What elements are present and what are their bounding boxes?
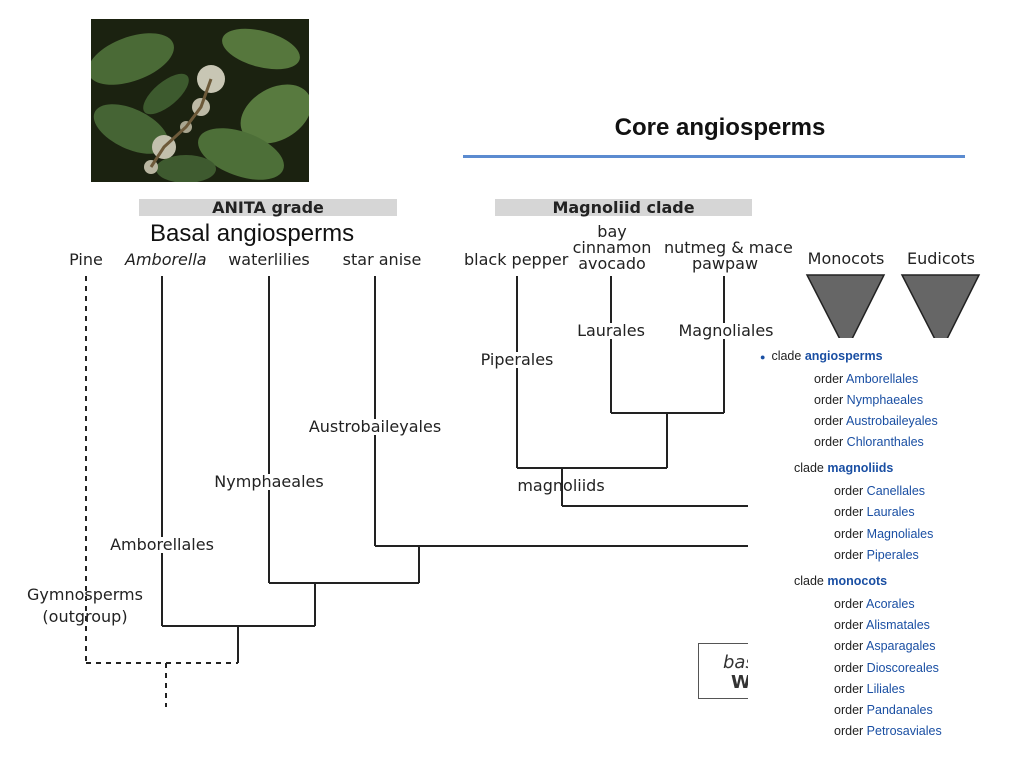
magnoliid-clade-label: Magnoliid clade (552, 198, 695, 217)
taxo-order-row: order Petrosaviales (834, 724, 942, 738)
tip-avocado: avocado (578, 254, 646, 273)
link-order[interactable]: Magnoliales (866, 527, 934, 541)
node-austrobaileyales: Austrobaileyales (306, 419, 444, 435)
link-order[interactable]: Alismatales (865, 618, 930, 632)
link-order[interactable]: Dioscoreales (866, 661, 939, 675)
taxo-order-row: order Chloranthales (814, 435, 924, 449)
tip-cinnamon: cinnamon (572, 238, 652, 257)
taxo-clade-angiosperms: ●clade angiosperms (760, 349, 883, 363)
taxo-order-row: order Canellales (834, 484, 926, 498)
taxo-clade-monocots: clade monocots (794, 574, 888, 588)
link-order[interactable]: Acorales (865, 597, 915, 611)
tip-nutmeg-mace: nutmeg & mace (664, 238, 793, 257)
tip-pawpaw: pawpaw (691, 254, 759, 273)
taxo-order-row: order Dioscoreales (834, 661, 939, 675)
eudicots-triangle (900, 274, 981, 353)
taxo-order-row: order Asparagales (834, 639, 936, 653)
node-piperales: Piperales (476, 352, 558, 368)
node-magnoliales: Magnoliales (676, 323, 776, 339)
link-order[interactable]: Petrosaviales (866, 724, 942, 738)
link-order[interactable]: Asparagales (865, 639, 936, 653)
taxo-order-row: order Alismatales (834, 618, 930, 632)
tip-monocots: Monocots (807, 249, 885, 268)
tip-black-pepper: black pepper (464, 250, 569, 269)
inset-line1: bas (723, 652, 755, 673)
taxonomy-list: ●clade angiosperms order Amborellales or… (748, 338, 1024, 767)
link-order[interactable]: Amborellales (845, 372, 919, 386)
taxo-order-row: order Laurales (834, 505, 915, 519)
taxo-order-row: order Acorales (834, 597, 915, 611)
tip-eudicots: Eudicots (906, 249, 976, 268)
core-angiosperms-title: Core angiosperms (614, 114, 826, 141)
node-gymnosperms: Gymnosperms (27, 585, 143, 604)
link-order[interactable]: Piperales (866, 548, 919, 562)
link-order[interactable]: Liliales (866, 682, 905, 696)
tip-bay: bay (597, 222, 627, 241)
link-angiosperms[interactable]: angiosperms (804, 349, 883, 363)
tip-amborella: Amborella (125, 250, 207, 269)
taxo-order-row: order Nymphaeales (814, 393, 924, 407)
tip-star-anise: star anise (342, 250, 422, 269)
node-laurales: Laurales (570, 323, 652, 339)
taxo-clade-magnoliids: clade magnoliids (794, 461, 894, 475)
monocots-triangle (805, 274, 886, 353)
link-monocots[interactable]: monocots (827, 574, 888, 588)
taxo-order-row: order Magnoliales (834, 527, 934, 541)
link-order[interactable]: Austrobaileyales (845, 414, 938, 428)
bullet-icon: ● (760, 352, 766, 362)
link-magnoliids[interactable]: magnoliids (827, 461, 894, 475)
node-magnoliids: magnoliids (517, 476, 605, 495)
taxo-order-row: order Austrobaileyales (814, 414, 938, 428)
taxo-order-row: order Piperales (834, 548, 919, 562)
taxo-order-row: order Pandanales (834, 703, 933, 717)
core-angiosperms-bracket (463, 155, 965, 158)
taxo-order-row: order Amborellales (814, 372, 919, 386)
taxo-order-row: order Liliales (834, 682, 905, 696)
link-order[interactable]: Laurales (866, 505, 915, 519)
plant-photo (91, 19, 309, 182)
anita-grade-label: ANITA grade (212, 198, 324, 217)
basal-angiosperms-label: Basal angiosperms (150, 220, 355, 247)
link-order[interactable]: Chloranthales (846, 435, 924, 449)
node-amborellales: Amborellales (106, 537, 218, 553)
link-order[interactable]: Canellales (866, 484, 926, 498)
tip-waterlilies: waterlilies (228, 250, 310, 269)
node-outgroup: (outgroup) (42, 607, 128, 626)
link-order[interactable]: Pandanales (866, 703, 933, 717)
anita-grade-bar (139, 199, 397, 216)
node-nymphaeales: Nymphaeales (212, 474, 326, 490)
inset-line2: W (731, 672, 751, 693)
magnoliid-clade-bar (495, 199, 752, 216)
tip-pine: Pine (69, 250, 103, 269)
link-order[interactable]: Nymphaeales (846, 393, 924, 407)
